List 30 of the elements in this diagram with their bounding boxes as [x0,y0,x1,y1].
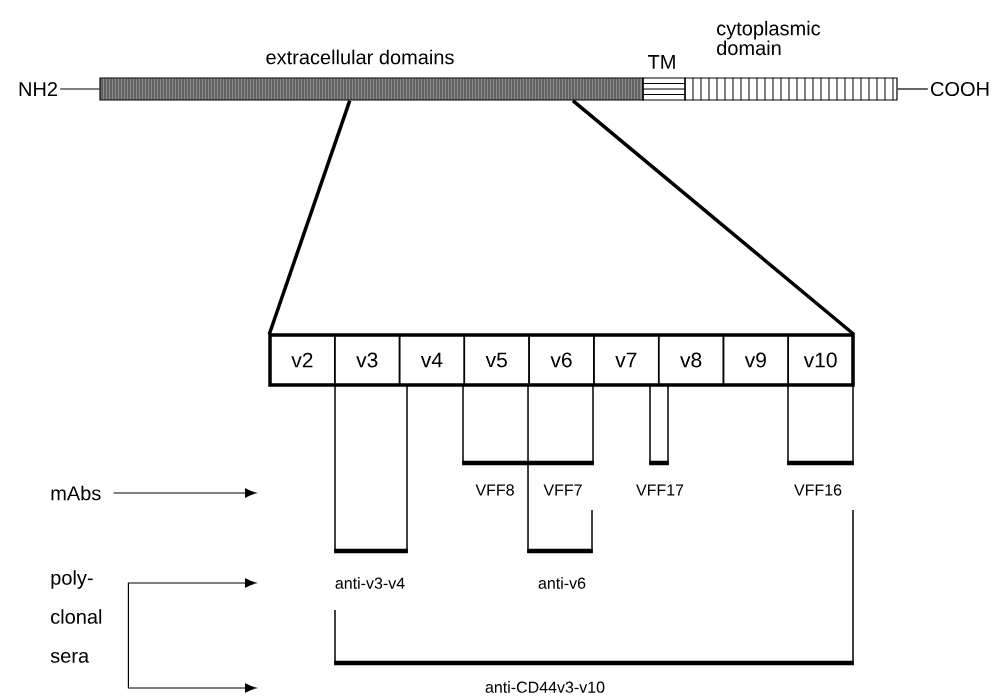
exon-cell: v6 [528,334,595,386]
row-label: mAbs [51,485,101,501]
antibody-label: VFF7 [542,483,584,497]
domain-label: cytoplasmic domain [717,20,821,56]
arrow [127,634,257,693]
domain-label: extracellular domains [266,49,454,65]
exon-cell: v3 [334,334,401,386]
antibody-label: VFF16 [793,483,843,497]
exon-cell: v7 [593,334,660,386]
terminus-label: COOH [931,81,989,97]
exon-cell: v10 [787,334,854,386]
domain-label: TM [648,55,675,69]
arrow [112,488,257,498]
antibody-label: anti-v3-v4 [333,576,407,590]
exon-cell: v9 [722,334,789,386]
exon-cell: v4 [398,334,466,386]
zoom-line [267,100,352,335]
terminus-label: NH2 [19,82,57,96]
antibody-label: anti-CD44v3-v10 [484,680,607,694]
node-label: v2 [291,352,313,368]
antibody-label: anti-v6 [537,576,587,590]
exon-cell: v5 [463,334,530,386]
exon-cell: v8 [657,334,725,386]
connector-line [59,88,100,90]
connector-line [897,88,929,90]
row-label: poly- clonal sera [50,570,102,663]
arrow [127,578,257,636]
antibody-label: VFF8 [474,483,516,497]
antibody-label: VFF17 [635,483,685,497]
zoom-line [571,99,855,336]
